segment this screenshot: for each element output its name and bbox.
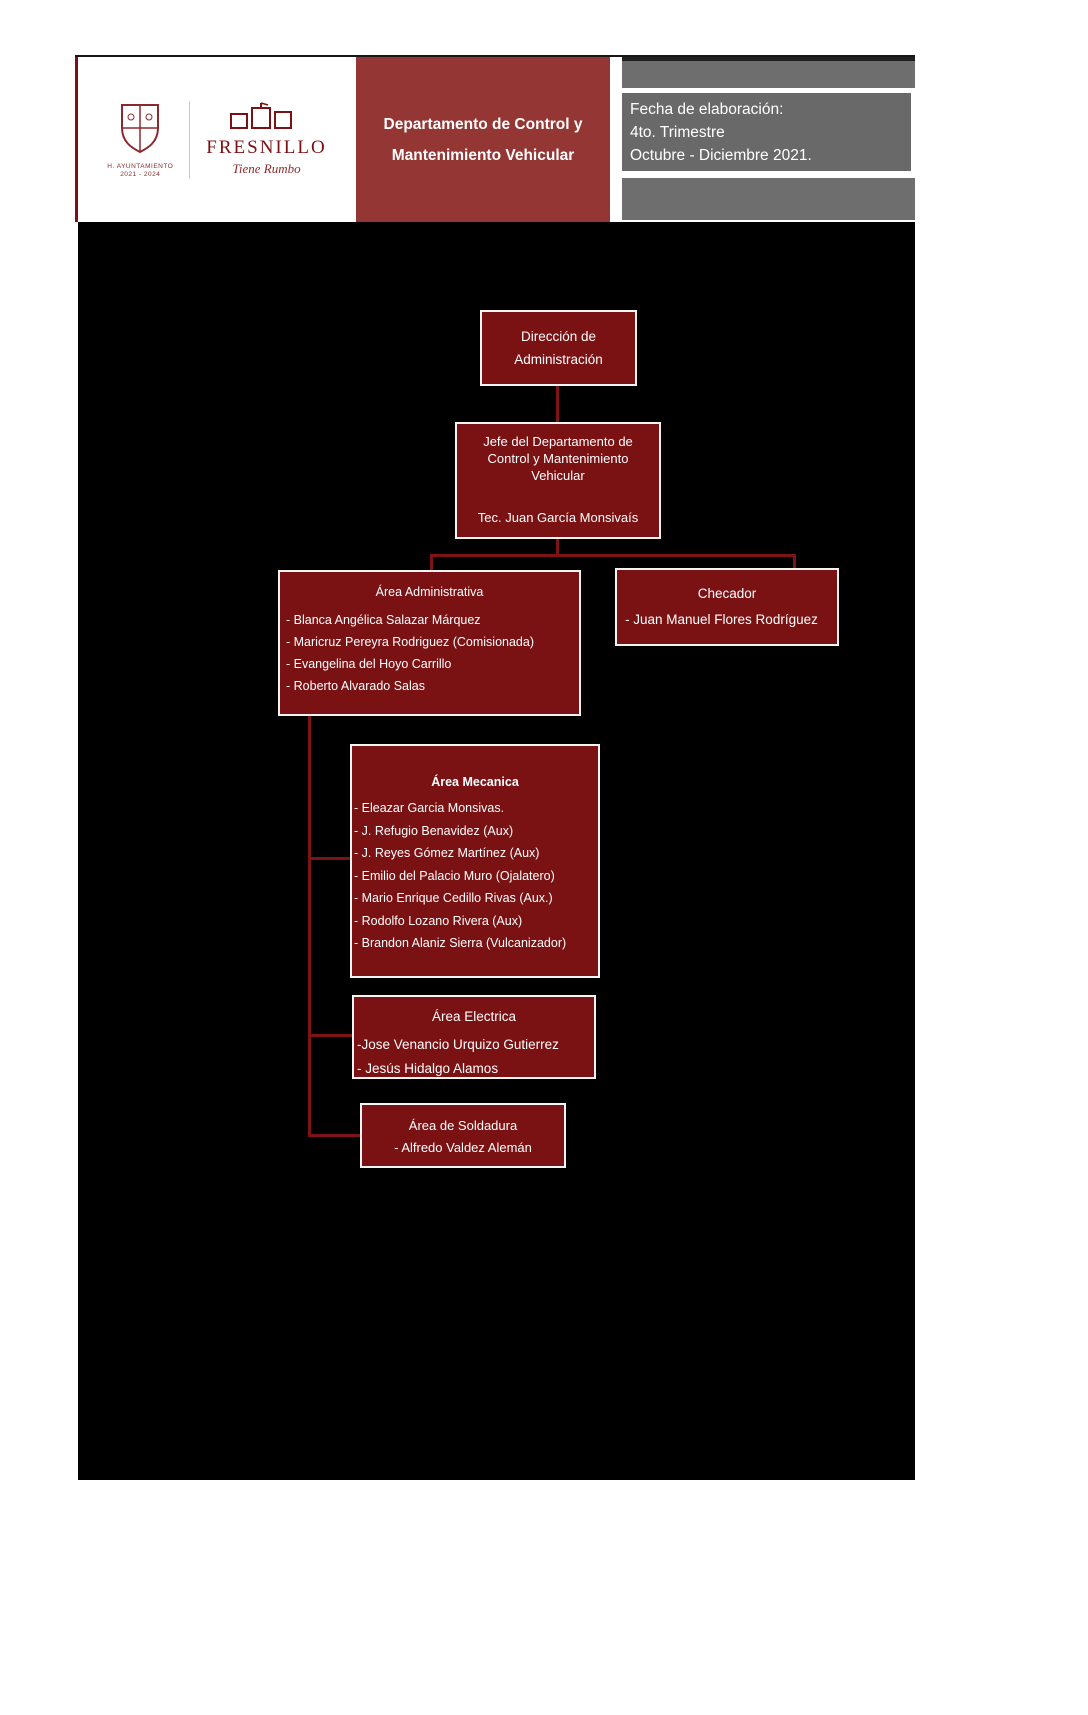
member-item: - J. Reyes Gómez Martínez (Aux) xyxy=(354,846,540,860)
crest-caption-ayuntamiento: H. AYUNTAMIENTO xyxy=(107,162,174,170)
member-item: - Rodolfo Lozano Rivera (Aux) xyxy=(354,913,523,928)
brand-tagline: Tiene Rumbo xyxy=(232,161,301,176)
crest-shield-icon xyxy=(117,101,163,160)
org-box-area-electrica: Área Electrica -Jose Venancio Urquizo Gu… xyxy=(352,995,596,1079)
city-crest: H. AYUNTAMIENTO 2021 - 2024 xyxy=(107,101,173,179)
member-item: - Roberto Alvarado Salas xyxy=(286,679,425,693)
connector-line xyxy=(311,857,350,860)
org-box-jefe-departamento: Jefe del Departamento de Control y Mante… xyxy=(455,422,661,539)
buildings-icon xyxy=(228,102,306,135)
jefe-name: Tec. Juan García Monsivaís xyxy=(477,510,639,525)
member-item: - Emilio del Palacio Muro (Ojalatero) xyxy=(354,868,555,883)
date-range: Octubre - Diciembre 2021. xyxy=(630,147,812,164)
connector-line xyxy=(311,1134,360,1137)
header-top-rule xyxy=(75,55,915,57)
date-label: Fecha de elaboración: xyxy=(630,101,784,118)
org-box-area-soldadura: Área de Soldadura - Alfredo Valdez Alemá… xyxy=(360,1103,566,1168)
connector-line xyxy=(311,1034,352,1037)
member-item: - Evangelina del Hoyo Carrillo xyxy=(286,657,452,671)
connector-line xyxy=(308,716,311,1137)
connector-line xyxy=(430,554,796,557)
area-electrica-title: Área Electrica xyxy=(431,1009,517,1024)
member-item: - Brandon Alaniz Sierra (Vulcanizador) xyxy=(354,936,567,950)
department-title-line1: Departamento de Control y xyxy=(383,115,583,133)
date-box: Fecha de elaboración: 4to. Trimestre Oct… xyxy=(622,93,911,171)
area-mecanica-title: Área Mecanica xyxy=(431,775,519,789)
area-administrativa-title: Área Administrativa xyxy=(375,585,484,599)
org-box-checador: Checador - Juan Manuel Flores Rodríguez xyxy=(615,568,839,646)
department-title-line2: Mantenimiento Vehicular xyxy=(391,146,575,164)
brand-name: FRESNILLO xyxy=(206,137,327,158)
member-item: - Eleazar Garcia Monsivas. xyxy=(354,801,505,815)
member-item: -Jose Venancio Urquizo Gutierrez xyxy=(357,1037,559,1052)
logo-box: H. AYUNTAMIENTO 2021 - 2024 FRESNILLO Ti… xyxy=(78,57,356,222)
checador-title: Checador xyxy=(697,586,757,601)
department-title: Departamento de Control y Mantenimiento … xyxy=(356,57,610,222)
logo-divider xyxy=(189,100,191,179)
connector-line xyxy=(430,557,433,570)
area-soldadura-title: Área de Soldadura xyxy=(408,1118,518,1133)
connector-line xyxy=(556,386,559,422)
member-item: - Maricruz Pereyra Rodriguez (Comisionad… xyxy=(286,635,534,649)
brand-logo: FRESNILLO Tiene Rumbo xyxy=(206,102,326,177)
connector-line xyxy=(793,557,796,568)
direccion-line1: Dirección de xyxy=(520,329,597,344)
member-item: - Juan Manuel Flores Rodríguez xyxy=(625,612,818,627)
date-quarter: 4to. Trimestre xyxy=(630,124,725,141)
member-item: - Blanca Angélica Salazar Márquez xyxy=(286,613,481,627)
header-gray-bar-top xyxy=(622,57,915,88)
org-box-area-mecanica: Área Mecanica - Eleazar Garcia Monsivas.… xyxy=(350,744,600,978)
jefe-title: Jefe del Departamento de Control y Mante… xyxy=(483,434,633,483)
member-item: - Jesús Hidalgo Alamos xyxy=(357,1061,499,1076)
member-item: - J. Refugio Benavidez (Aux) xyxy=(354,823,514,838)
connector-line xyxy=(556,539,559,555)
member-item: - Alfredo Valdez Alemán xyxy=(394,1140,532,1155)
member-item: - Mario Enrique Cedillo Rivas (Aux.) xyxy=(354,891,553,905)
header-gray-bar-bottom xyxy=(622,178,915,220)
direccion-line2: Administración xyxy=(514,352,603,367)
org-box-direccion-administracion: Dirección de Administración xyxy=(480,310,637,386)
header-left-accent xyxy=(75,57,78,222)
org-box-area-administrativa: Área Administrativa - Blanca Angélica Sa… xyxy=(278,570,581,716)
crest-caption-years: 2021 - 2024 xyxy=(120,170,161,178)
